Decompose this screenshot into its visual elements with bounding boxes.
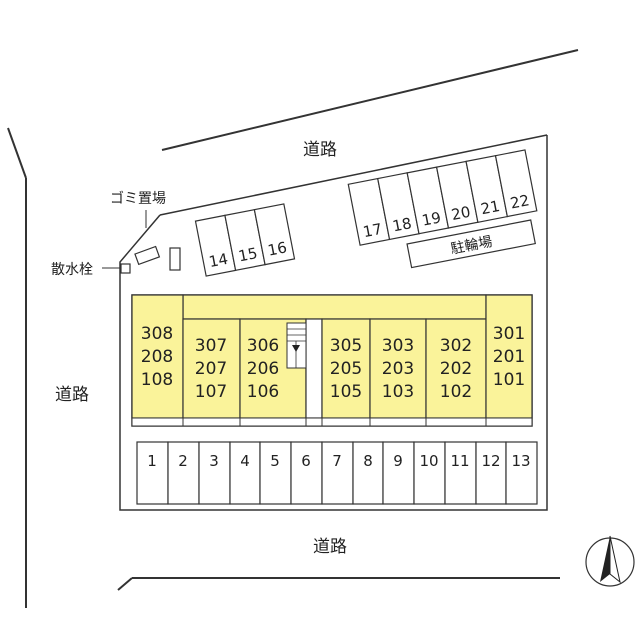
- parking-space-6: [290, 441, 323, 505]
- parking-space-2: [167, 441, 200, 505]
- room-label: 107: [195, 382, 227, 402]
- parking-label-18: 18: [391, 214, 413, 235]
- room-label: 101: [493, 370, 525, 390]
- parking-space-8: [352, 441, 384, 505]
- room-label: 202: [440, 359, 472, 379]
- balcony-strip: [131, 417, 533, 427]
- lot-boundary-north: [159, 134, 548, 216]
- parking-space-16: [253, 203, 296, 266]
- room-label: 103: [382, 382, 414, 402]
- parking-label-17: 17: [361, 220, 383, 241]
- north-arrow-icon: [585, 535, 635, 587]
- road-label-west: 道路: [55, 385, 89, 405]
- parking-label-13: 13: [511, 452, 530, 470]
- room-label: 305: [330, 336, 362, 356]
- parking-label-1: 1: [147, 452, 157, 470]
- apartment-building: [131, 294, 533, 427]
- stairwell-passage: [305, 318, 323, 419]
- parking-label-16: 16: [266, 238, 288, 259]
- parking-label-20: 20: [450, 203, 472, 224]
- parking-label-7: 7: [332, 452, 342, 470]
- stairs-icon: [286, 322, 307, 369]
- room-label: 208: [141, 347, 173, 367]
- lot-boundary: [119, 135, 548, 511]
- parking-label-15: 15: [237, 244, 259, 265]
- room-label: 207: [195, 359, 227, 379]
- unit-07: [182, 318, 241, 419]
- parking-space-22: [494, 149, 538, 218]
- room-label: 203: [382, 359, 414, 379]
- parking-label-19: 19: [420, 208, 442, 229]
- parking-space-4: [229, 441, 261, 505]
- parking-label-10: 10: [419, 452, 438, 470]
- garbage-station: [134, 245, 161, 266]
- room-label: 303: [382, 336, 414, 356]
- west-road-edge-top: [7, 127, 27, 179]
- unit-01: [485, 294, 533, 419]
- room-label: 106: [247, 382, 279, 402]
- parking-label-22: 22: [509, 191, 531, 212]
- site-boundaries: [7, 49, 579, 608]
- parking-label-8: 8: [363, 452, 373, 470]
- room-label: 302: [440, 336, 472, 356]
- parking-label-5: 5: [270, 452, 280, 470]
- parking-label-9: 9: [393, 452, 403, 470]
- road-label-north: 道路: [303, 140, 337, 160]
- parking-space-11: [444, 441, 477, 505]
- parking-space-9: [382, 441, 415, 505]
- room-label: 307: [195, 336, 227, 356]
- parking-label-4: 4: [240, 452, 250, 470]
- room-label: 306: [247, 336, 279, 356]
- unit-05: [321, 318, 371, 419]
- room-label: 105: [330, 382, 362, 402]
- unit-03: [369, 318, 427, 419]
- parking-space-3: [198, 441, 231, 505]
- parking-label-6: 6: [301, 452, 311, 470]
- north-road-edge: [161, 49, 579, 151]
- room-labels: 308 208 108 307 207 107 306 206 106 305 …: [141, 324, 525, 402]
- parking-label-3: 3: [209, 452, 219, 470]
- water-faucet-icon: [120, 263, 131, 274]
- parking-space-12: [475, 441, 507, 505]
- water-faucet-label: 散水栓: [51, 262, 93, 278]
- parking-group-14-16: 14 15 16: [194, 203, 296, 277]
- parking-label-12: 12: [481, 452, 500, 470]
- room-label: 201: [493, 347, 525, 367]
- south-road-edge-corner: [117, 577, 133, 591]
- garbage-bin: [169, 247, 181, 271]
- parking-space-5: [259, 441, 292, 505]
- parking-group-1-13: 1 2 3 4 5 6 7 8 9 10 11 12 13: [136, 441, 538, 505]
- parking-group-17-22: 17 18 19 20 21 22: [347, 149, 538, 246]
- corridor: [182, 294, 487, 320]
- parking-label-11: 11: [450, 452, 469, 470]
- parking-label-21: 21: [479, 197, 501, 218]
- room-label: 308: [141, 324, 173, 344]
- room-label: 102: [440, 382, 472, 402]
- room-label: 108: [141, 370, 173, 390]
- parking-label-14: 14: [207, 250, 229, 271]
- unit-02: [425, 318, 487, 419]
- parking-space-7: [321, 441, 354, 505]
- parking-label-2: 2: [178, 452, 188, 470]
- room-label: 205: [330, 359, 362, 379]
- garbage-area-label: ゴミ置場: [110, 190, 166, 207]
- road-label-south: 道路: [313, 537, 347, 557]
- room-label: 206: [247, 359, 279, 379]
- parking-space-13: [505, 441, 538, 505]
- room-label: 301: [493, 324, 525, 344]
- bicycle-parking: 駐輪場: [406, 219, 537, 269]
- bicycle-parking-area: [406, 219, 537, 269]
